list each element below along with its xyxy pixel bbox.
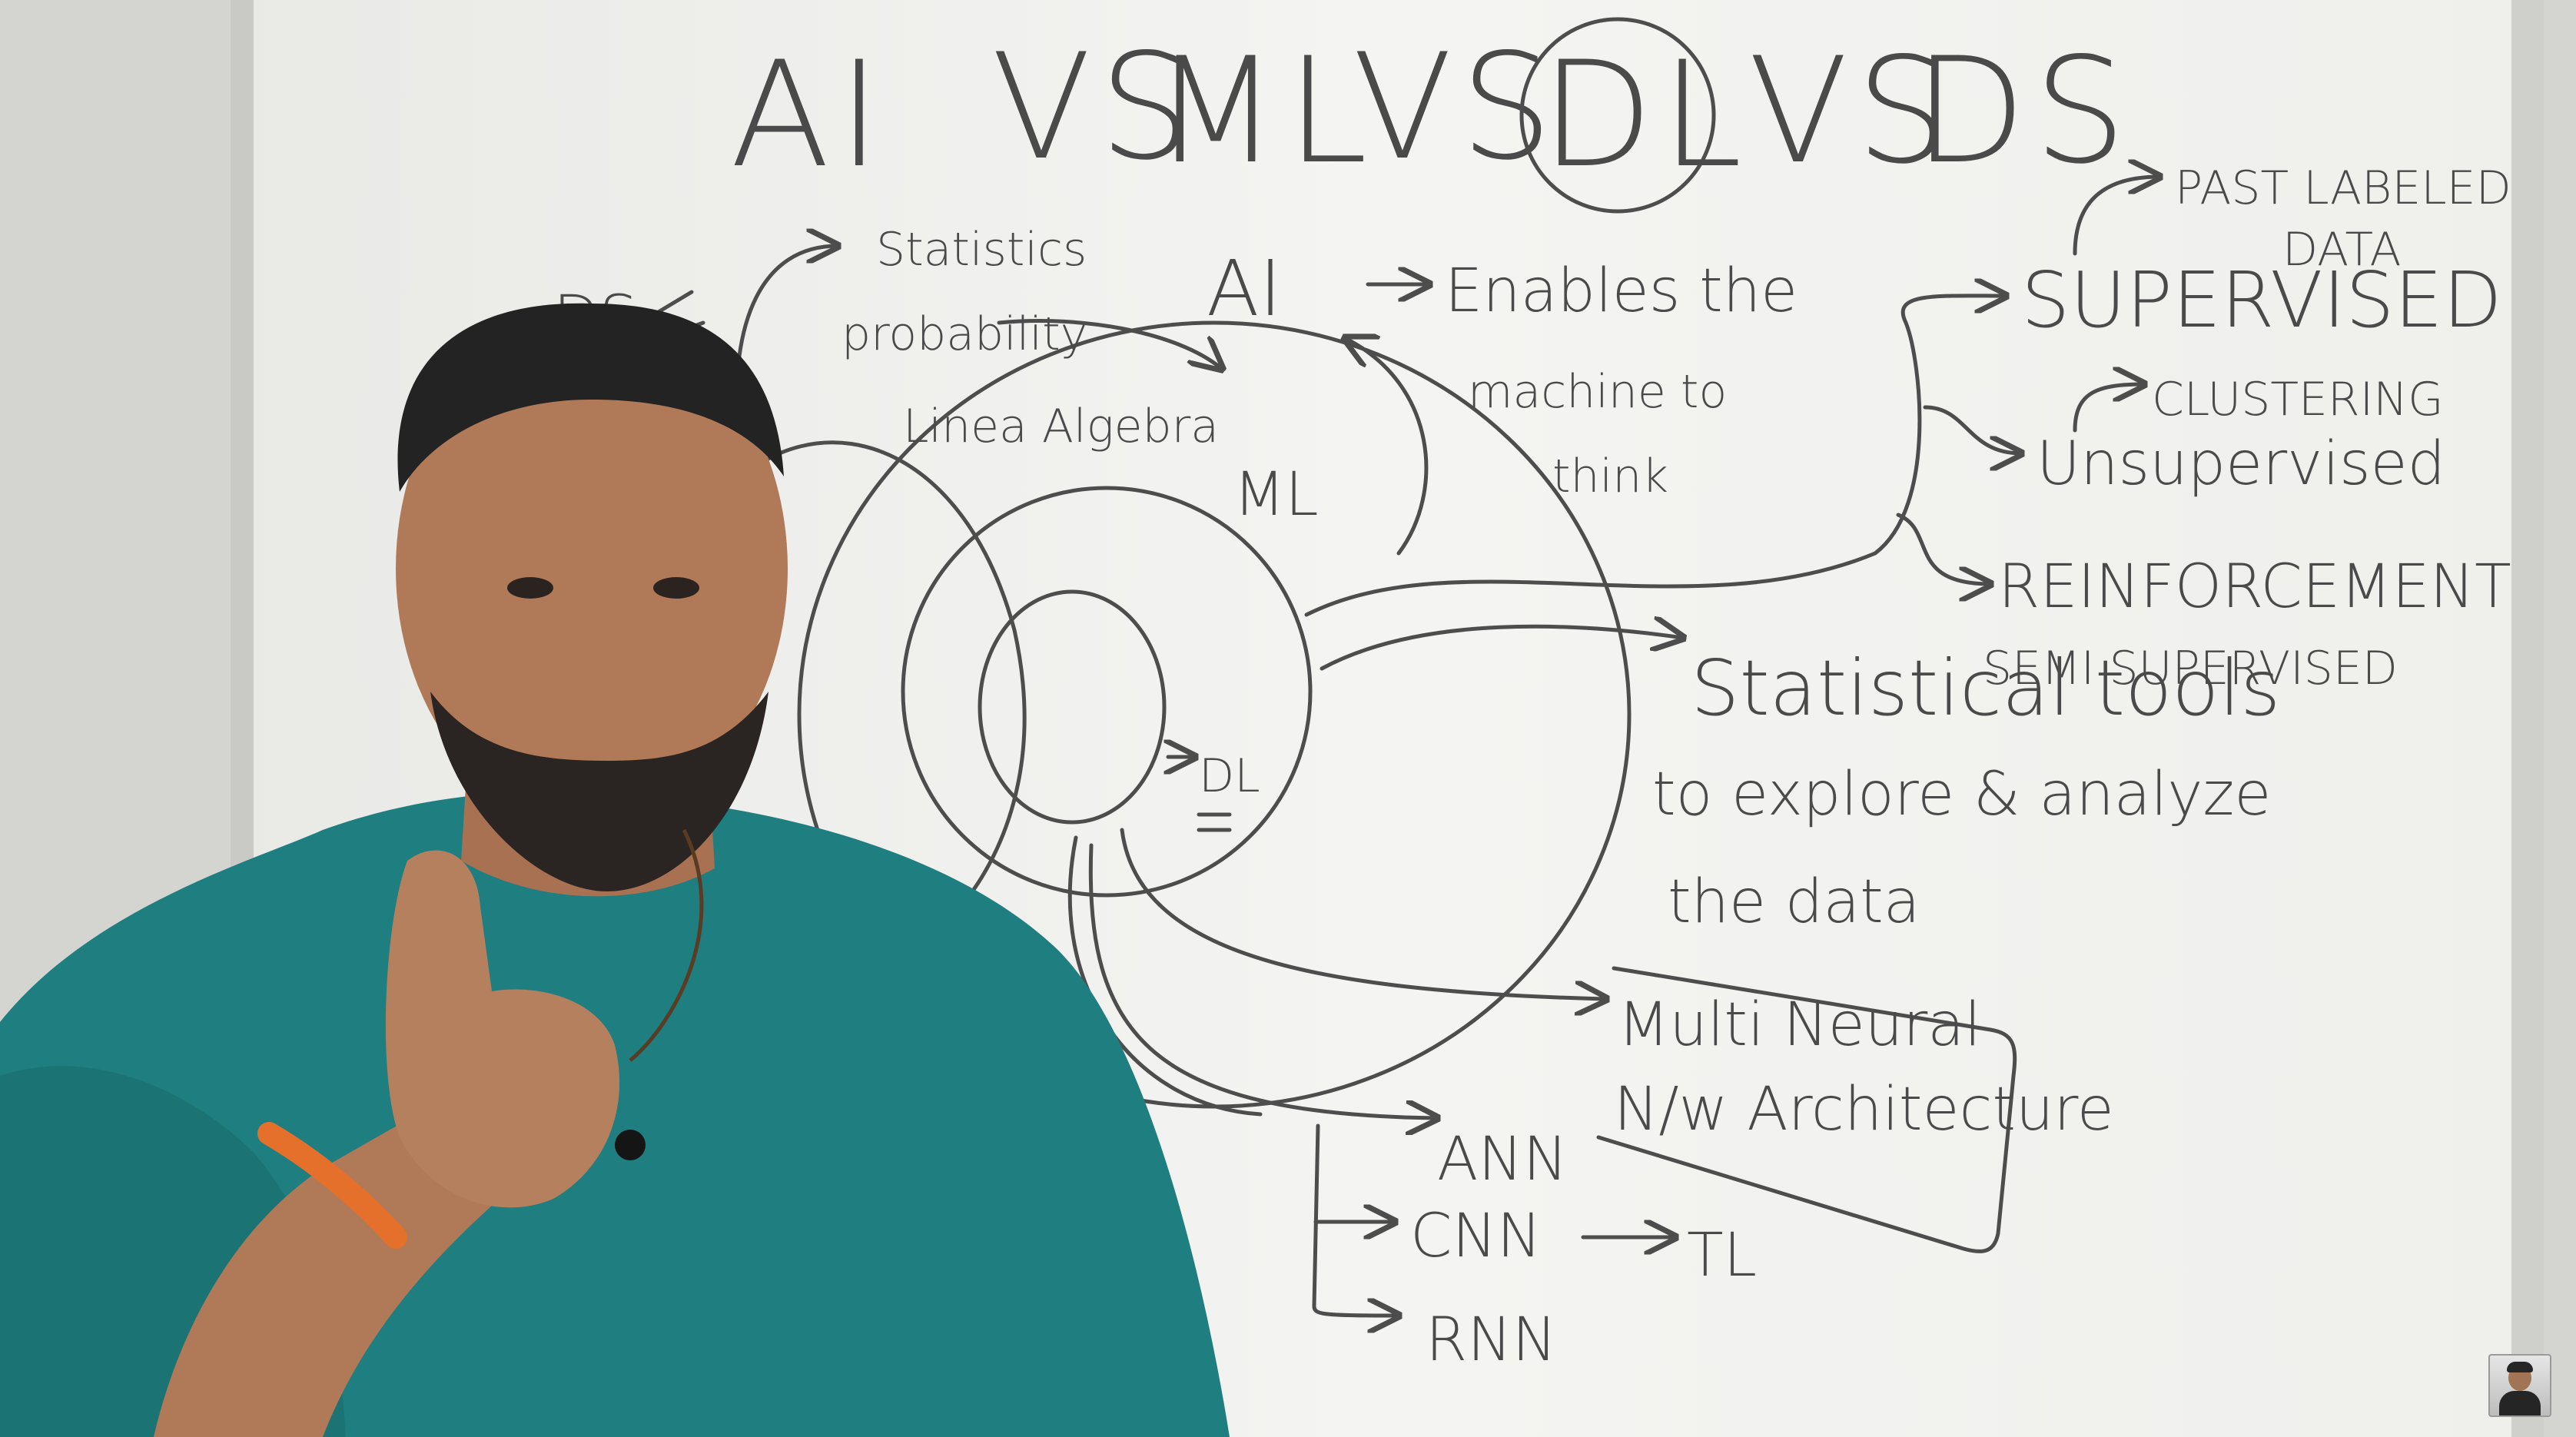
ai-definition-line-2: machine to [1468,365,1727,419]
venn-diagram [674,320,1632,1117]
ai-definition-line-3: think [1552,450,1668,503]
ds-definition-line-1: Statistical tools [1691,643,2280,733]
title-ai: AI [730,30,888,200]
presenter-forearm [154,1107,500,1437]
box-line-2: N/w Architecture [1614,1075,2114,1144]
avatar-hair [2507,1362,2533,1372]
title-vs-3: VS [1748,26,1957,196]
title-row: AI VS ML VS DL VS DS [730,17,2134,214]
cnn-label: CNN [1410,1202,1542,1271]
title-dl: DL [1541,30,1750,200]
to-box-arrow [1120,828,1606,999]
box-line-1: Multi Neural [1618,991,1981,1060]
data-label: DATA [2282,223,2402,277]
rnn-label: RNN [1426,1306,1557,1375]
tl-label: TL [1687,1221,1757,1290]
ann-label: ANN [1437,1125,1568,1194]
title-ds: DS [1914,26,2134,196]
dl-equals [1197,812,1232,832]
ml-label: ML [1233,460,1319,529]
ml-to-ai-arrow [1345,338,1429,556]
clustering-label: CLUSTERING [2152,373,2444,426]
presenter-head [396,315,788,822]
presenter-avatar-icon[interactable] [2488,1354,2551,1417]
presenter-bracelet [257,1122,407,1249]
board-frame-right [2511,0,2544,1437]
dl-title-circle [1519,17,1716,214]
dl-label: DL [1199,749,1260,803]
past-labeled-arrow [2073,177,2159,256]
necklace [629,828,704,1062]
statistics-label: Statistics [876,223,1087,277]
presenter-eye-right [653,577,699,599]
dl-circle [978,589,1167,825]
ai-definition-line-1: Enables the [1445,257,1798,326]
semi-supervised-label: SEMI SUPERVISED [1983,642,2398,695]
ds-def-arrow [1320,626,1683,671]
reinforcement-label: REINFORCEMENT [1998,553,2511,622]
to-ann-arrow [1088,843,1437,1118]
past-labeled-label: PAST LABELED [2175,161,2511,215]
to-unsupervised-arrow [1923,405,2021,453]
linear-algebra-label: Linea Algebra [903,400,1219,453]
ml-circle [901,486,1313,898]
title-vs-1: VS [991,22,1200,192]
to-reinforcement-arrow [1896,513,1990,584]
lapel-mic-icon [615,1130,646,1160]
probability-arrow [997,319,1222,370]
ds-definition-line-2: to explore & analyze [1652,760,2271,829]
clustering-arrow [2073,384,2144,433]
presenter [0,303,1230,1437]
probability-label: probability [842,307,1087,361]
ai-label: AI [1207,244,1282,334]
ds-definition-line-3: the data [1668,868,1920,937]
supervised-label: SUPERVISED [2021,255,2502,345]
presenter-eye-left [507,577,553,599]
unsupervised-label: Unsupervised [2037,430,2445,499]
presenter-beard [430,692,768,891]
architecture-box [1596,966,2017,1253]
presenter-hand [385,850,620,1208]
ml-to-types-arrow [1304,296,2006,617]
ann-bracket [1312,1123,1386,1318]
title-ml: ML [1153,26,1376,196]
avatar-shirt [2499,1391,2541,1415]
title-vs-2: VS [1353,22,1561,192]
presenter-hair [397,303,784,492]
